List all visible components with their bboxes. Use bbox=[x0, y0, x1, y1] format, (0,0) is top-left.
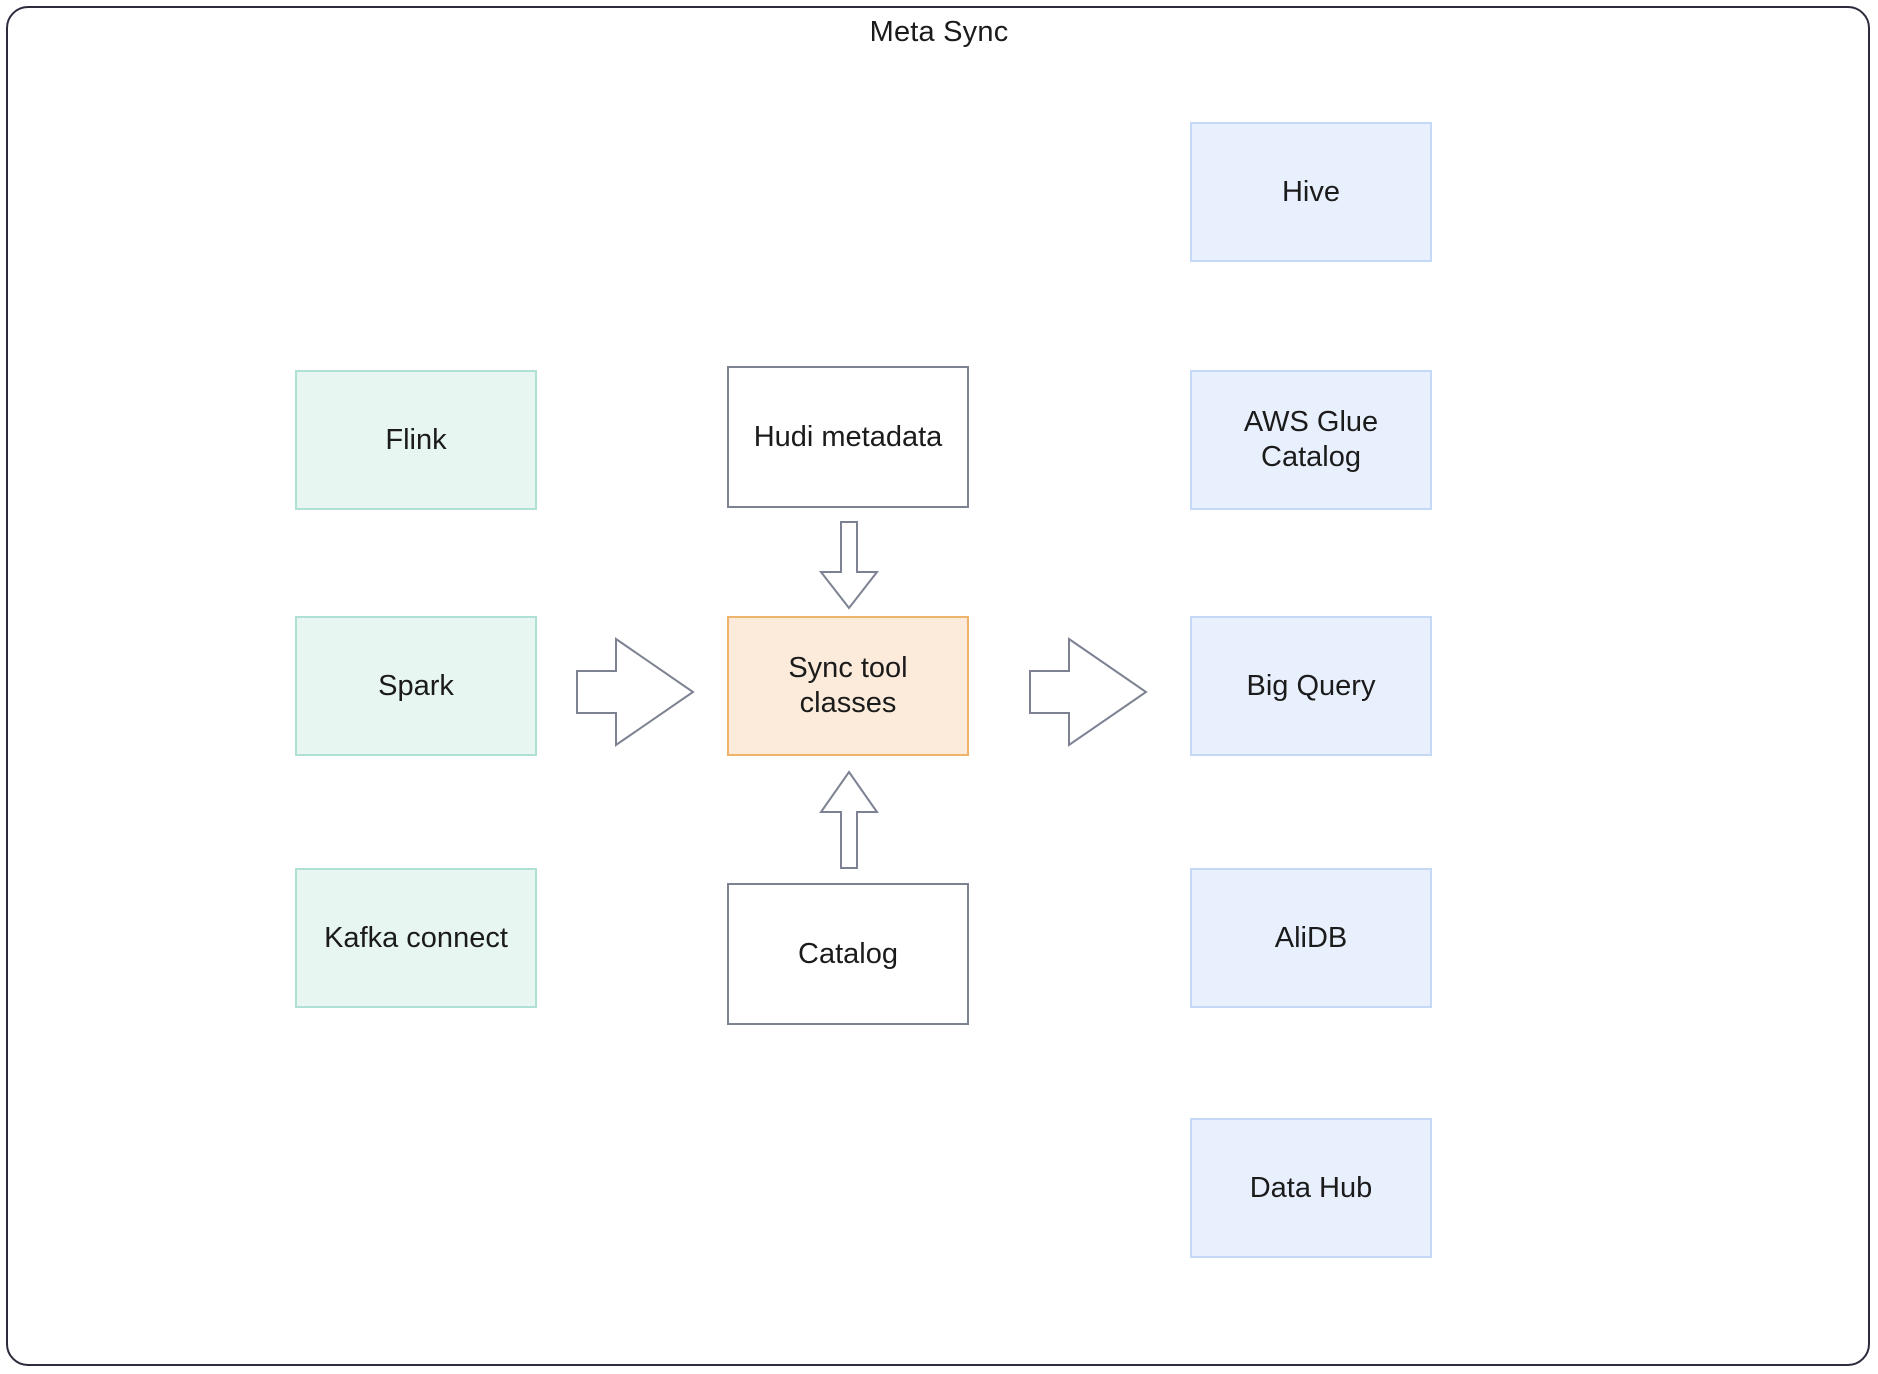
node-alidb[interactable]: AliDB bbox=[1190, 868, 1432, 1008]
node-label: AWS Glue Catalog bbox=[1243, 406, 1379, 473]
node-label: Catalog bbox=[798, 937, 898, 970]
arrow-catalog-to-sync bbox=[818, 770, 880, 870]
node-label: Data Hub bbox=[1249, 1171, 1373, 1204]
node-label: Spark bbox=[378, 669, 454, 702]
node-hudi-metadata[interactable]: Hudi metadata bbox=[727, 366, 969, 508]
node-label: Hive bbox=[1281, 175, 1340, 208]
node-label: Big Query bbox=[1246, 669, 1376, 702]
node-flink[interactable]: Flink bbox=[295, 370, 537, 510]
node-spark[interactable]: Spark bbox=[295, 616, 537, 756]
node-kafka-connect[interactable]: Kafka connect bbox=[295, 868, 537, 1008]
node-label: Hudi metadata bbox=[753, 420, 943, 453]
node-label: AliDB bbox=[1274, 921, 1348, 954]
node-hive[interactable]: Hive bbox=[1190, 122, 1432, 262]
node-label: Flink bbox=[385, 423, 447, 456]
arrow-hudi-to-sync bbox=[818, 520, 880, 610]
node-label: Kafka connect bbox=[324, 921, 508, 954]
node-catalog[interactable]: Catalog bbox=[727, 883, 969, 1025]
node-big-query[interactable]: Big Query bbox=[1190, 616, 1432, 756]
node-aws-glue-catalog[interactable]: AWS Glue Catalog bbox=[1190, 370, 1432, 510]
node-sync-tool-classes[interactable]: Sync tool classes bbox=[727, 616, 969, 756]
arrow-sync-to-targets bbox=[1028, 637, 1148, 747]
arrow-sources-to-sync bbox=[575, 637, 695, 747]
node-data-hub[interactable]: Data Hub bbox=[1190, 1118, 1432, 1258]
node-label: Sync tool classes bbox=[788, 652, 908, 719]
diagram-title: Meta Sync bbox=[869, 16, 1009, 48]
